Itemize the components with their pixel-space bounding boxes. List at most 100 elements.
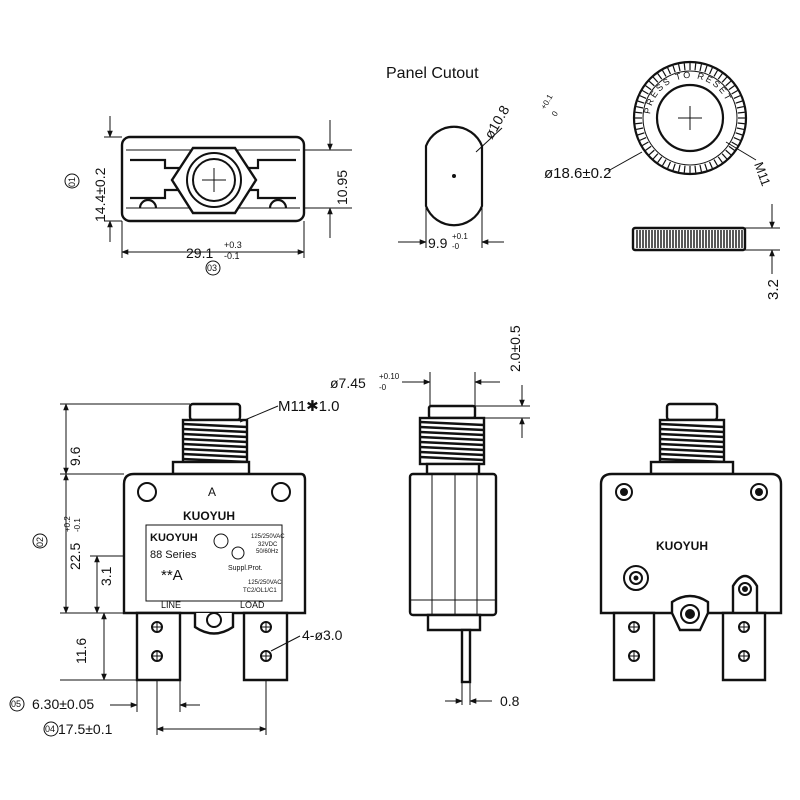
thread-line: [419, 435, 485, 442]
nut-serration: [635, 63, 745, 173]
dim-22-5-tol-plus: +0.2: [63, 516, 72, 532]
serration-tooth: [683, 165, 686, 173]
thread-line: [659, 432, 725, 439]
button-dia-tol-minus: -0: [379, 383, 387, 392]
serration-tooth: [677, 164, 681, 172]
thread-line: [419, 445, 485, 452]
serration-tooth: [652, 76, 659, 83]
serration-tooth: [636, 105, 644, 109]
serration-tooth: [731, 141, 738, 147]
serration-tooth: [728, 85, 735, 91]
button-dia-tol-plus: +0.10: [379, 372, 400, 381]
serration-tooth: [737, 111, 745, 114]
serration-tooth: [635, 111, 643, 114]
serration-tooth: [717, 73, 723, 80]
serration-tooth: [735, 100, 743, 104]
nut-diameter: ø18.6±0.2: [544, 165, 611, 182]
serration-tooth: [699, 64, 703, 72]
serration-tooth: [728, 145, 735, 151]
thread-lines-side: [419, 420, 485, 462]
serration-tooth: [725, 80, 732, 87]
spec-line-5: TC2/OL1/C1: [243, 588, 277, 594]
dim-11-6: 11.6: [73, 638, 89, 664]
thread-line: [182, 452, 248, 459]
serration-tooth: [731, 89, 738, 95]
serration-tooth: [683, 63, 686, 71]
serration-tooth: [713, 70, 719, 77]
dim-29-1: 29.1: [186, 245, 213, 261]
serration-tooth: [652, 153, 659, 160]
serration-tooth: [737, 122, 745, 125]
dim-14-4: 14.4±0.2: [92, 167, 108, 222]
serration-tooth: [694, 165, 697, 173]
thread-line: [419, 440, 485, 447]
cutout-diameter: ø10.8: [481, 102, 513, 141]
serration-tooth: [736, 105, 744, 109]
thread-line: [419, 420, 485, 427]
serration-tooth: [637, 132, 645, 136]
side-view: ø7.45 +0.10 -0 2.0±0.5 0.8: [330, 325, 530, 709]
serration-tooth: [648, 149, 655, 156]
serration-tooth: [661, 159, 667, 166]
spec-line-1: 125/250VAC: [251, 534, 285, 540]
serration-tooth: [725, 149, 732, 156]
top-view: 14.4±0.2 01 10.95 29.1 +0.3 -0.1 03: [64, 116, 352, 276]
dim-10-95: 10.95: [334, 170, 350, 205]
cutout-dia-tol-plus: +0.1: [539, 92, 555, 111]
nut-knurl-lines: [636, 230, 743, 248]
thread-line: [182, 447, 248, 454]
balloon-03: 03: [207, 263, 217, 273]
serration-tooth: [717, 156, 723, 163]
dim-22-5-tol-minus: -0.1: [73, 518, 82, 532]
supp-prot: Suppl.Prot.: [228, 565, 263, 572]
dim-6-30: 6.30±0.05: [32, 696, 94, 712]
serration-tooth: [667, 161, 672, 169]
serration-tooth: [648, 80, 655, 87]
spec-line-2: 32VDC: [258, 542, 278, 548]
serration-tooth: [667, 67, 672, 75]
thread-line: [659, 422, 725, 429]
serration-tooth: [639, 95, 647, 100]
serration-tooth: [657, 73, 663, 80]
dim-9-6: 9.6: [67, 446, 83, 466]
thread-line: [659, 427, 725, 434]
serration-tooth: [704, 65, 708, 73]
dim-3-1: 3.1: [98, 566, 114, 586]
label-a: A: [208, 485, 216, 499]
serration-tooth: [721, 153, 728, 160]
hole-dia: 4-ø3.0: [302, 627, 343, 643]
back-view: KUOYUH: [599, 402, 783, 682]
thread-spec: M11✱1.0: [278, 398, 340, 415]
thread-line: [182, 437, 248, 444]
serration-tooth: [672, 163, 676, 171]
brand-label-box: KUOYUH: [150, 532, 198, 544]
balloon-04: 04: [45, 724, 55, 734]
serration-tooth: [713, 159, 719, 166]
panel-cutout-view: ø10.8 +0.1 0 9.9 +0.1 -0: [398, 92, 560, 251]
thread-line: [419, 430, 485, 437]
line-label: LINE: [161, 600, 181, 610]
serration-tooth: [735, 132, 743, 136]
serration-tooth: [661, 70, 667, 77]
balloon-05: 05: [11, 699, 21, 709]
button-diameter: ø7.45: [330, 375, 366, 391]
thread-line: [659, 437, 725, 444]
serration-tooth: [708, 161, 713, 169]
thread-line: [419, 425, 485, 432]
serration-tooth: [642, 141, 649, 147]
serration-tooth: [642, 89, 649, 95]
serration-tooth: [645, 85, 652, 91]
serration-tooth: [636, 127, 644, 131]
nut-thread: M11: [751, 160, 773, 188]
cutout-flat: 9.9: [428, 235, 448, 251]
thread-line: [659, 442, 725, 449]
load-label: LOAD: [240, 600, 265, 610]
thread-line: [182, 442, 248, 449]
thread-line: [419, 450, 485, 457]
front-view: A KUOYUH KUOYUH 88 Series **A 125/250VAC…: [9, 398, 343, 737]
serration-tooth: [721, 76, 728, 83]
dim-29-1-tol-minus: -0.1: [224, 251, 240, 261]
brand-front: KUOYUH: [183, 509, 235, 523]
serration-tooth: [672, 65, 676, 73]
